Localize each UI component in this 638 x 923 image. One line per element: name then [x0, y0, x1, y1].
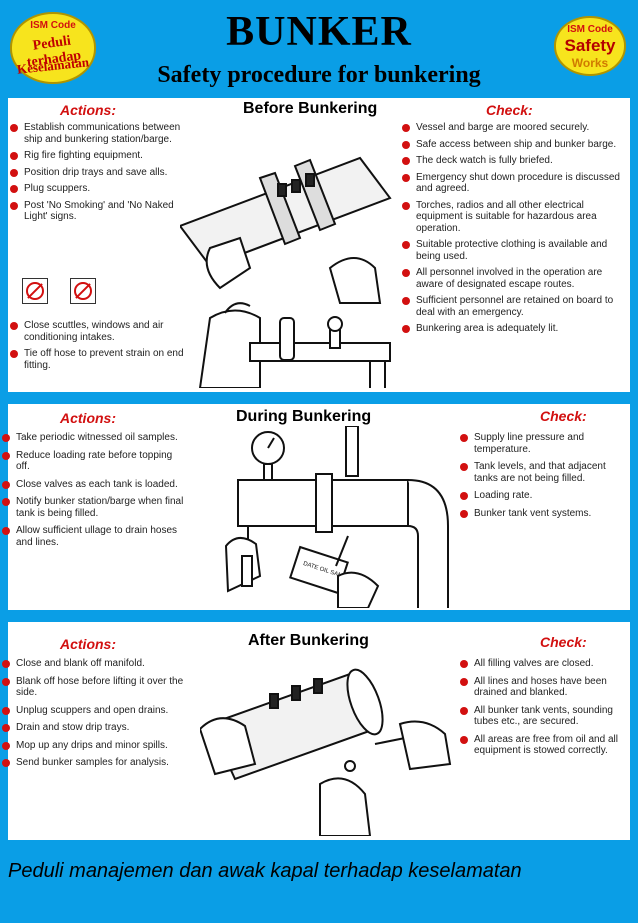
safety-works-badge-right: ISM Code Safety Works	[554, 16, 626, 76]
after-bunkering-panel: Actions: After Bunkering Check: Close an…	[2, 622, 630, 840]
list-item: Emergency shut down procedure is discuss…	[400, 172, 630, 195]
list-item: Send bunker samples for analysis.	[0, 757, 184, 769]
list-item: Reduce loading rate before topping off.	[0, 450, 186, 473]
list-item: Tank levels, and that adjacent tanks are…	[458, 461, 630, 484]
list-item: Close scuttles, windows and air conditio…	[8, 320, 186, 343]
after-actions-heading: Actions:	[60, 636, 116, 652]
list-item: Sufficient personnel are retained on boa…	[400, 295, 630, 318]
after-bunkering-title: After Bunkering	[248, 632, 369, 649]
list-item: All filling valves are closed.	[458, 658, 630, 670]
before-actions-list: Establish communications between ship an…	[8, 122, 186, 223]
list-item: All bunker tank vents, sounding tubes et…	[458, 705, 630, 728]
list-item: Plug scuppers.	[8, 183, 186, 195]
header: ISM Code Peduli terhadap Keselamatan BUN…	[0, 0, 638, 96]
no-smoking-sign-icon	[22, 278, 48, 304]
list-item: Blank off hose before lifting it over th…	[0, 676, 184, 699]
during-actions-heading: Actions:	[60, 410, 116, 426]
list-item: Close and blank off manifold.	[0, 658, 184, 670]
after-actions-list: Close and blank off manifold. Blank off …	[0, 658, 184, 769]
list-item: Allow sufficient ullage to drain hoses a…	[0, 525, 186, 548]
list-item: Safe access between ship and bunker barg…	[400, 139, 630, 151]
list-item: Rig fire fighting equipment.	[8, 150, 186, 162]
no-naked-light-sign-icon	[70, 278, 96, 304]
footer: Peduli manajemen dan awak kapal terhadap…	[0, 846, 638, 923]
badge-left-top: ISM Code	[30, 20, 76, 31]
list-item: All personnel involved in the operation …	[400, 267, 630, 290]
page-subtitle: Safety procedure for bunkering	[157, 62, 481, 88]
list-item: Notify bunker station/barge when final t…	[0, 496, 186, 519]
list-item: Bunkering area is adequately lit.	[400, 323, 630, 335]
list-item: Supply line pressure and temperature.	[458, 432, 630, 455]
before-check-heading: Check:	[486, 102, 533, 118]
list-item: Tie off hose to prevent strain on end fi…	[8, 348, 186, 371]
pipe-gauge-sampling-illustration: DATE OIL SAMPLE	[224, 426, 449, 608]
blank-flange-illustration	[200, 668, 452, 836]
list-item: Suitable protective clothing is availabl…	[400, 239, 630, 262]
during-check-heading: Check:	[540, 408, 587, 424]
badge-right-top: ISM Code	[567, 24, 613, 35]
during-bunkering-title: During Bunkering	[236, 408, 372, 425]
during-actions-list: Take periodic witnessed oil samples. Red…	[0, 432, 186, 548]
footer-slogan: Peduli manajemen dan awak kapal terhadap…	[8, 860, 522, 882]
before-bunkering-panel: Actions: Before Bunkering Check: Establi…	[8, 98, 630, 392]
after-check-heading: Check:	[540, 634, 587, 650]
list-item: Close valves as each tank is loaded.	[0, 479, 186, 491]
page-title: BUNKER	[226, 9, 412, 55]
list-item: Drain and stow drip trays.	[0, 722, 184, 734]
badge-right-bot: Works	[571, 56, 609, 70]
during-check-list: Supply line pressure and temperature. Ta…	[458, 432, 630, 519]
list-item: Loading rate.	[458, 490, 630, 502]
after-check-list: All filling valves are closed. All lines…	[458, 658, 630, 757]
before-actions-list-2: Close scuttles, windows and air conditio…	[8, 320, 186, 371]
list-item: Bunker tank vent systems.	[458, 508, 630, 520]
list-item: Establish communications between ship an…	[8, 122, 186, 145]
list-item: The deck watch is fully briefed.	[400, 155, 630, 167]
ism-code-badge-left: ISM Code Peduli terhadap Keselamatan	[10, 12, 96, 84]
pipe-flange-illustration	[180, 156, 392, 388]
list-item: All areas are free from oil and all equi…	[458, 734, 630, 757]
before-bunkering-title: Before Bunkering	[243, 100, 378, 117]
list-item: Unplug scuppers and open drains.	[0, 705, 184, 717]
list-item: Vessel and barge are moored securely.	[400, 122, 630, 134]
badge-right-mid: Safety	[564, 36, 616, 55]
before-actions-heading: Actions:	[60, 102, 116, 118]
before-check-list: Vessel and barge are moored securely. Sa…	[400, 122, 630, 335]
list-item: Torches, radios and all other electrical…	[400, 200, 630, 235]
list-item: Take periodic witnessed oil samples.	[0, 432, 186, 444]
list-item: Position drip trays and save alls.	[8, 167, 186, 179]
list-item: Post 'No Smoking' and 'No Naked Light' s…	[8, 200, 186, 223]
during-bunkering-panel: Actions: During Bunkering Check: Take pe…	[2, 404, 630, 610]
list-item: Mop up any drips and minor spills.	[0, 740, 184, 752]
list-item: All lines and hoses have been drained an…	[458, 676, 630, 699]
